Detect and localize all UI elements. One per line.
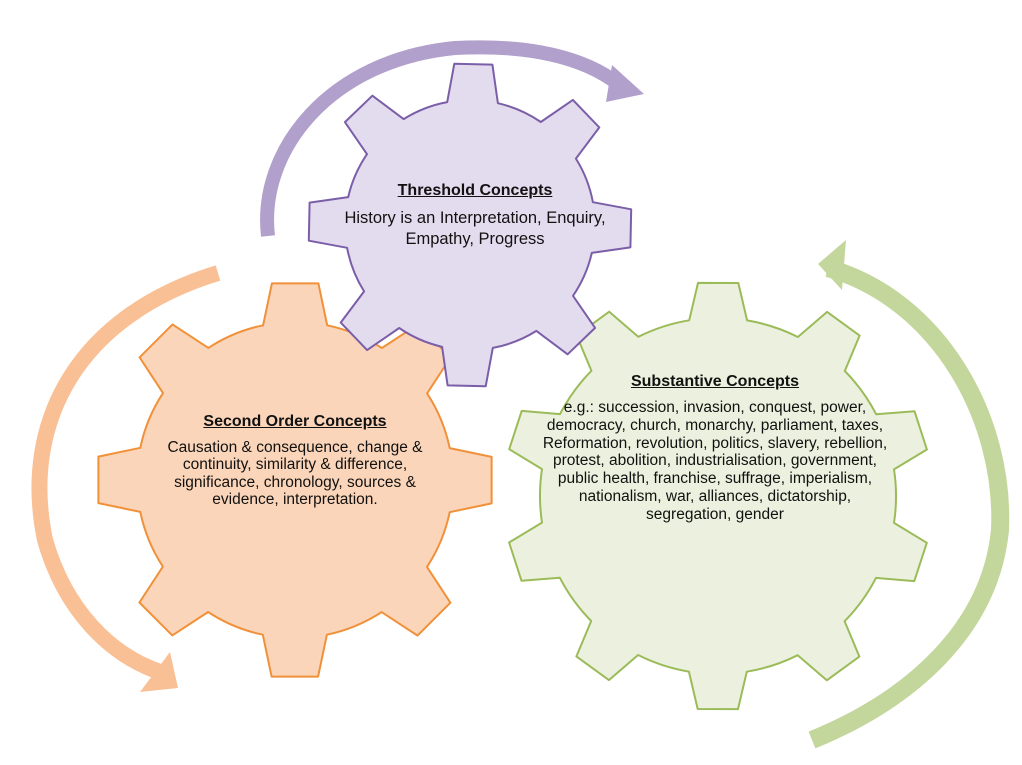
substantive-concepts-body: e.g.: succession, invasion, conquest, po… bbox=[542, 398, 888, 523]
threshold-concepts-body: History is an Interpretation, Enquiry, E… bbox=[344, 208, 606, 248]
second-order-concepts-body: Causation & consequence, change & contin… bbox=[167, 438, 423, 508]
second-order-concepts-gear bbox=[97, 282, 493, 678]
purple-cycle-arrow bbox=[260, 40, 644, 237]
second-order-concepts-title: Second Order Concepts bbox=[203, 413, 387, 430]
threshold-concepts-title: Threshold Concepts bbox=[397, 182, 553, 199]
substantive-concepts-title: Substantive Concepts bbox=[630, 373, 800, 390]
second-order-concepts-label: Second Order Concepts Causation & conseq… bbox=[140, 413, 450, 508]
threshold-concepts-label: Threshold Concepts History is an Interpr… bbox=[330, 182, 620, 249]
threshold-concepts-gear bbox=[307, 62, 633, 388]
orange-cycle-arrow bbox=[31, 265, 221, 692]
green-cycle-arrow bbox=[808, 240, 1010, 749]
substantive-concepts-gear bbox=[508, 281, 928, 711]
substantive-concepts-label: Substantive Concepts e.g.: succession, i… bbox=[540, 373, 890, 524]
